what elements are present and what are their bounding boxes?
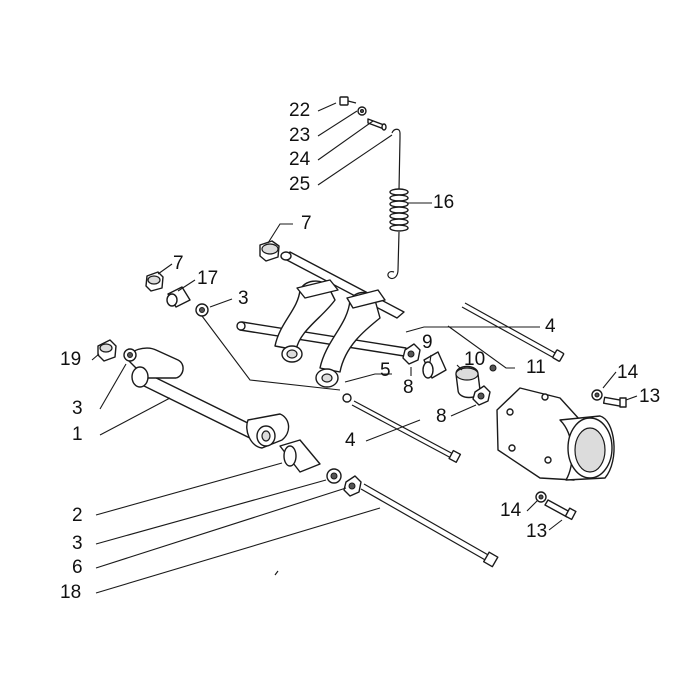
part-17-sleeve	[166, 286, 191, 308]
callout-16: 16	[433, 192, 455, 213]
callout-7-top: 7	[301, 213, 312, 234]
part-7-bushing-top	[259, 240, 280, 262]
callout-1: 1	[72, 424, 83, 445]
callout-4-lower: 4	[345, 430, 356, 451]
part-22-bolt	[339, 96, 357, 106]
spring-assembly	[339, 96, 409, 280]
part-6-nut	[343, 475, 362, 497]
callout-22: 22	[289, 100, 311, 121]
part-14-nut-lower	[535, 491, 547, 503]
callout-2: 2	[72, 505, 83, 526]
callout-5: 5	[380, 360, 391, 381]
callout-8-lower: 8	[436, 406, 447, 427]
part-16-spring	[389, 188, 409, 232]
part-7-bushing-left	[145, 271, 164, 292]
callout-13-upper: 13	[639, 386, 661, 407]
leader-lines	[91, 102, 638, 594]
callout-8-upper: 8	[403, 377, 414, 398]
part-1-main-arm	[127, 347, 290, 449]
callout-9: 9	[422, 332, 433, 353]
callout-10: 10	[464, 349, 486, 370]
callout-23: 23	[289, 125, 311, 146]
part-24-pin	[367, 118, 387, 131]
part-2-sleeve	[279, 439, 321, 473]
part-19-bushing	[97, 339, 117, 362]
callout-24: 24	[289, 149, 311, 170]
callout-19: 19	[60, 349, 82, 370]
callout-7-left: 7	[173, 253, 184, 274]
part-25-hook-rod	[391, 128, 401, 191]
part-8-nut-upper	[402, 343, 421, 365]
callout-6: 6	[72, 557, 83, 578]
callout-25: 25	[289, 174, 311, 195]
part-8-nut-lower	[472, 385, 491, 406]
spring-lower-hook	[387, 231, 400, 280]
part-10-bushing	[455, 365, 481, 399]
callout-13-lower: 13	[526, 521, 548, 542]
callout-18: 18	[60, 582, 82, 603]
part-13-bolt-lower	[544, 499, 577, 521]
callout-17: 17	[197, 268, 219, 289]
part-4-bolt-upper	[461, 302, 565, 362]
callout-14-lower: 14	[500, 500, 522, 521]
callout-14-upper: 14	[617, 362, 639, 383]
part-4-bolt-lower	[342, 393, 462, 463]
part-11-dot	[489, 364, 497, 372]
part-3-washer-upper	[195, 303, 209, 317]
part-13-bolt-upper	[602, 396, 627, 408]
callout-3-upper: 3	[238, 288, 249, 309]
part-3-washer-left	[123, 348, 137, 362]
callout-4-upper: 4	[545, 316, 556, 337]
callout-11: 11	[526, 357, 546, 378]
callout-3-lower: 3	[72, 533, 83, 554]
callout-3-left: 3	[72, 398, 83, 419]
part-18-long-bolt	[360, 483, 499, 568]
part-5-swing-arm-frame	[236, 251, 407, 388]
part-9-bushing	[422, 351, 447, 379]
engine-bracket-housing	[496, 387, 615, 481]
part-3-washer-lower	[326, 468, 342, 484]
part-14-nut-upper	[591, 389, 603, 401]
